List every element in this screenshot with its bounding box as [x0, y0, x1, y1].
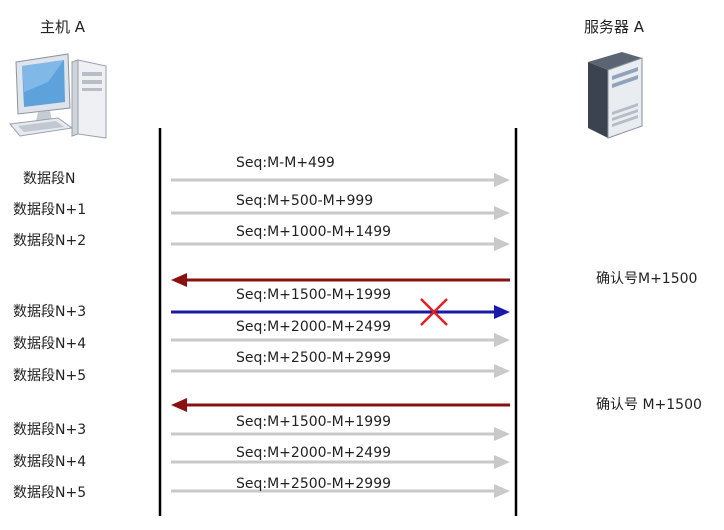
segment-label: 数据段N+2	[13, 233, 87, 249]
segment-label: 数据段N+4	[13, 454, 87, 470]
data-arrow-head	[494, 333, 510, 347]
seq-label: Seq:M-M+499	[236, 155, 335, 171]
ack-arrow-head	[171, 273, 187, 287]
ack-arrow-head	[171, 398, 187, 412]
data-arrow-head	[494, 484, 510, 498]
segment-label: 数据段N+3	[13, 422, 87, 438]
data-arrow-head	[494, 427, 510, 441]
seq-label: Seq:M+2000-M+2499	[236, 319, 392, 335]
seq-label: Seq:M+500-M+999	[236, 193, 374, 209]
segment-label: 数据段N+5	[13, 485, 87, 501]
data-arrow-head	[494, 206, 510, 220]
seq-label: Seq:M+2000-M+2499	[236, 445, 392, 461]
ack-label: 确认号 M+1500	[596, 397, 702, 413]
ack-label: 确认号M+1500	[596, 271, 698, 287]
segment-label: 数据段N+4	[13, 336, 87, 352]
seq-label: Seq:M+1500-M+1999	[236, 414, 392, 430]
tower-server-icon	[588, 52, 643, 139]
seq-label: Seq:M+1000-M+1499	[236, 224, 392, 240]
data-arrow-head	[494, 237, 510, 251]
seq-label: Seq:M+1500-M+1999	[236, 287, 392, 303]
host-label: 主机 A	[40, 18, 86, 36]
segment-label: 数据段N+1	[13, 202, 87, 218]
data-arrow-head	[494, 455, 510, 469]
seq-label: Seq:M+2500-M+2999	[236, 476, 392, 492]
desktop-computer-icon	[9, 53, 107, 139]
data-arrow-head	[494, 364, 510, 378]
data-arrow-head	[494, 173, 510, 187]
server-label: 服务器 A	[584, 18, 645, 36]
lost-segment-arrow-head	[494, 305, 510, 319]
segment-label: 数据段N+3	[13, 304, 87, 320]
segment-label: 数据段N	[23, 171, 76, 187]
segment-label: 数据段N+5	[13, 368, 87, 384]
lost-cross-icon	[420, 298, 448, 326]
seq-label: Seq:M+2500-M+2999	[236, 350, 392, 366]
